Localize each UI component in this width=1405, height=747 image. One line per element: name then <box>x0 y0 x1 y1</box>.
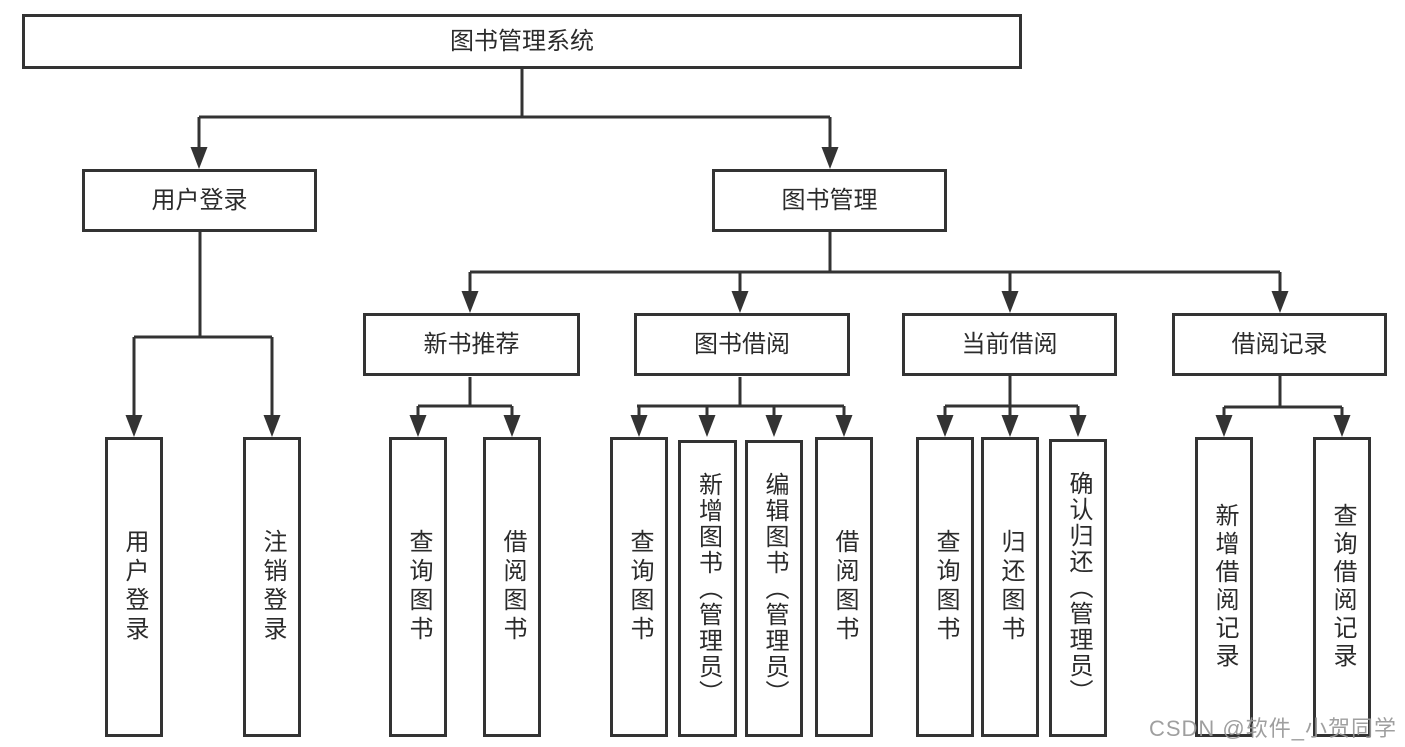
node-leaf-query-books-recommend-label: 查询图书 <box>405 529 432 645</box>
node-leaf-logout: 注销登录 <box>243 437 301 737</box>
node-current-borrowing-label: 当前借阅 <box>961 330 1058 358</box>
node-user-login: 用户登录 <box>82 169 317 232</box>
csdn-watermark: CSDN @软件_小贺同学 <box>1148 716 1397 741</box>
node-leaf-query-books-borrowing-label: 查询图书 <box>626 529 653 645</box>
node-leaf-edit-books-admin-label: 编辑图书（管理员） <box>761 471 788 706</box>
node-leaf-edit-books-admin: 编辑图书（管理员） <box>745 440 803 737</box>
node-leaf-return-books-label: 归还图书 <box>997 529 1024 645</box>
node-leaf-add-borrow-record-label: 新增借阅记录 <box>1211 503 1238 671</box>
node-leaf-borrow-books-borrowing-label: 借阅图书 <box>831 529 858 645</box>
node-leaf-query-books-current: 查询图书 <box>916 437 974 737</box>
node-leaf-return-books: 归还图书 <box>981 437 1039 737</box>
node-book-management: 图书管理 <box>712 169 947 232</box>
node-leaf-borrow-books-borrowing: 借阅图书 <box>815 437 873 737</box>
node-new-book-recommend: 新书推荐 <box>363 313 580 376</box>
node-leaf-confirm-return-admin-label: 确认归还（管理员） <box>1065 471 1092 705</box>
node-leaf-query-books-recommend: 查询图书 <box>389 437 447 737</box>
node-leaf-user-login-label: 用户登录 <box>121 529 148 645</box>
node-leaf-query-books-current-label: 查询图书 <box>932 529 959 645</box>
node-leaf-add-borrow-record: 新增借阅记录 <box>1195 437 1253 737</box>
node-current-borrowing: 当前借阅 <box>902 313 1117 376</box>
node-leaf-query-books-borrowing: 查询图书 <box>610 437 668 737</box>
node-library-system: 图书管理系统 <box>22 14 1022 69</box>
node-leaf-confirm-return-admin: 确认归还（管理员） <box>1049 439 1107 737</box>
node-book-borrowing-label: 图书借阅 <box>694 330 790 358</box>
node-book-borrowing: 图书借阅 <box>634 313 850 376</box>
node-book-management-label: 图书管理 <box>781 186 878 214</box>
node-borrowing-records-label: 借阅记录 <box>1231 330 1328 358</box>
node-library-system-label: 图书管理系统 <box>450 27 594 55</box>
node-leaf-add-books-admin-label: 新增图书（管理员） <box>694 471 722 706</box>
node-leaf-query-borrow-record-label: 查询借阅记录 <box>1329 503 1356 671</box>
node-user-login-label: 用户登录 <box>151 186 248 214</box>
node-leaf-borrow-books-recommend-label: 借阅图书 <box>499 529 526 645</box>
node-leaf-borrow-books-recommend: 借阅图书 <box>483 437 541 737</box>
node-new-book-recommend-label: 新书推荐 <box>423 330 520 358</box>
node-borrowing-records: 借阅记录 <box>1172 313 1387 376</box>
node-leaf-add-books-admin: 新增图书（管理员） <box>678 440 737 737</box>
node-leaf-logout-label: 注销登录 <box>259 529 286 645</box>
node-leaf-user-login: 用户登录 <box>105 437 163 737</box>
node-leaf-query-borrow-record: 查询借阅记录 <box>1313 437 1371 737</box>
